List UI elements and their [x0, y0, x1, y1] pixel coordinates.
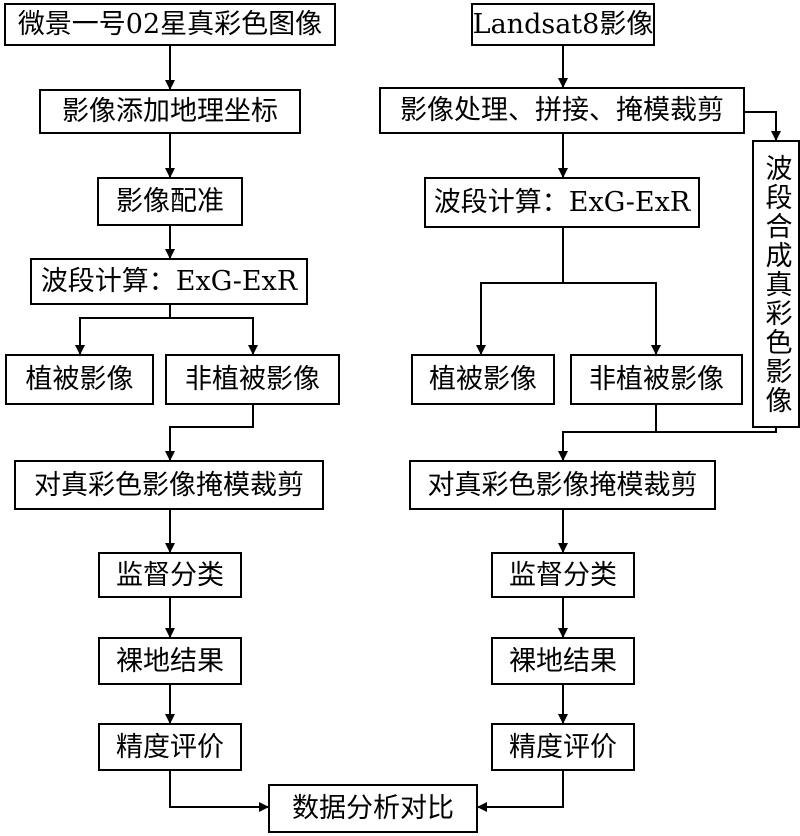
arrow-right-composite-to-mask: [558, 428, 777, 461]
node-final-comparison: 数据分析对比: [268, 784, 478, 833]
arrow-right-accuracy-to-final: [477, 770, 564, 812]
node-right-result: 裸地结果: [491, 637, 635, 685]
node-right-band-calc: 波段计算：ExG-ExR: [424, 177, 700, 228]
arrow-left-nonveg-to-mask: [165, 404, 254, 461]
node-left-veg: 植被影像: [5, 354, 154, 405]
node-left-nonveg: 非植被影像: [165, 354, 340, 405]
node-left-classify: 监督分类: [98, 552, 242, 598]
arrow-right-bandcalc-to-veg: [476, 227, 564, 355]
node-right-accuracy: 精度评价: [491, 723, 635, 771]
arrow-right-bandcalc-to-nonveg: [563, 282, 661, 355]
arrow-left-accuracy-to-final: [169, 770, 269, 812]
arrow-right-preprocess-to-composite: [745, 111, 781, 141]
node-left-result: 裸地结果: [98, 637, 242, 685]
node-right-preprocess: 影像处理、拼接、掩模裁剪: [379, 87, 745, 134]
node-left-source: 微景一号02星真彩色图像: [4, 3, 336, 46]
node-right-mask: 对真彩色影像掩模裁剪: [409, 460, 716, 510]
arrow-left-bandcalc-to-nonveg: [170, 317, 258, 355]
node-left-registration: 影像配准: [97, 177, 243, 226]
node-left-accuracy: 精度评价: [98, 723, 242, 771]
node-left-band-calc: 波段计算：ExG-ExR: [30, 258, 308, 305]
node-right-veg: 植被影像: [411, 354, 555, 405]
node-left-georef: 影像添加地理坐标: [39, 89, 301, 134]
node-right-classify: 监督分类: [491, 552, 635, 598]
node-right-composite: 波段合成真彩色影像: [752, 140, 800, 428]
node-left-mask: 对真彩色影像掩模裁剪: [14, 460, 324, 510]
arrow-left-bandcalc-to-veg: [75, 304, 171, 355]
node-right-source: Landsat8影像: [471, 3, 655, 46]
node-right-nonveg: 非植被影像: [570, 354, 743, 405]
